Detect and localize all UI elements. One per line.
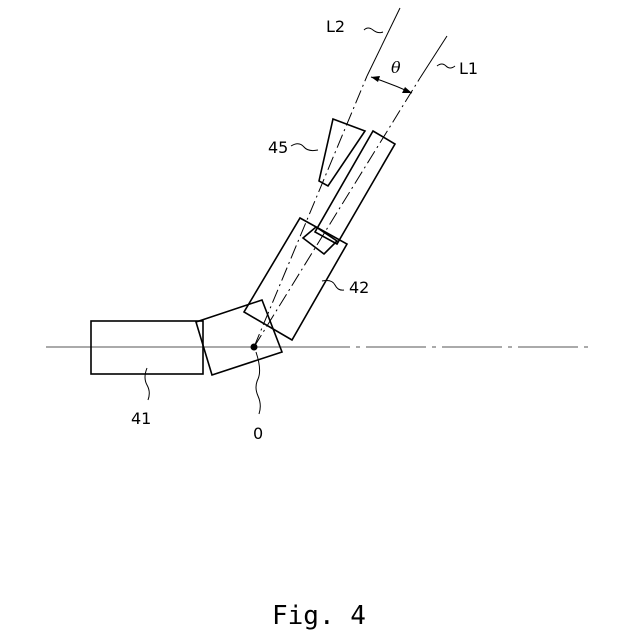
leader-45 xyxy=(291,144,318,151)
label-45: 45 xyxy=(268,138,288,157)
center-line-l2 xyxy=(254,8,400,347)
leader-origin xyxy=(256,352,260,414)
leader-l2 xyxy=(364,28,383,33)
leader-41 xyxy=(145,368,149,400)
label-42: 42 xyxy=(349,278,369,297)
theta-angle-arc xyxy=(371,76,412,93)
figure-caption: Fig. 4 xyxy=(272,601,366,631)
leader-l1 xyxy=(437,64,455,68)
joint-block xyxy=(196,300,282,375)
center-line-l1 xyxy=(254,36,447,347)
label-theta: θ xyxy=(391,58,401,77)
label-origin: 0 xyxy=(253,424,263,443)
tapered-element-45 xyxy=(319,119,365,186)
label-l1: L1 xyxy=(459,59,478,78)
label-41: 41 xyxy=(131,409,151,428)
origin-point xyxy=(251,344,258,351)
label-l2: L2 xyxy=(326,17,345,36)
